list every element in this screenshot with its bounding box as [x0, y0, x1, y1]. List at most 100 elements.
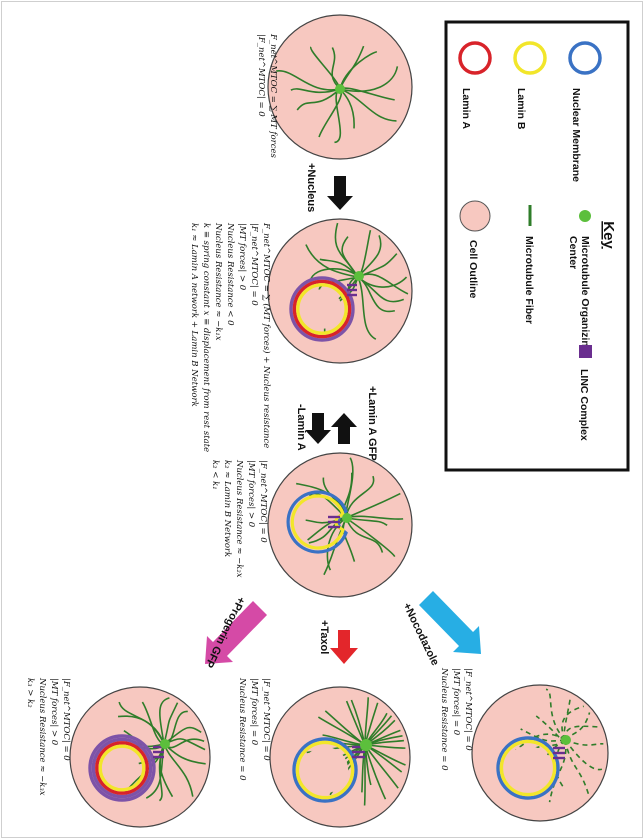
nucleus-ring	[292, 737, 358, 803]
eq-cell2-line3: |MT forces| > 0	[237, 223, 247, 291]
key-label-mtoc-line2: Center	[567, 236, 579, 269]
microtubule-fiber	[357, 276, 408, 288]
cell-6-progerin	[69, 686, 211, 828]
microtubule-fiber	[345, 517, 388, 526]
microtubule-fiber	[305, 244, 359, 278]
key-label-cell-outline: Cell Outline	[467, 240, 479, 299]
eq-cell6-line1: |F_net^MTOC| = 0	[61, 678, 71, 761]
equations-cell4: |F_net^MTOC| = 0 |MT forces| = 0 Nucleus…	[439, 667, 473, 771]
equations-cell6: |F_net^MTOC| = 0 |MT forces| > 0 Nucleus…	[25, 677, 71, 796]
microtubule-fiber	[339, 88, 397, 122]
nucleus-ring	[91, 737, 153, 799]
nucleus-ring	[98, 744, 146, 792]
nucleus-ring	[289, 276, 355, 342]
mtoc-dot	[160, 739, 170, 749]
microtubule-fiber	[163, 726, 202, 745]
mtoc-dot	[342, 513, 352, 523]
arrow-nocodazole: +Nocodazole	[400, 591, 481, 668]
microtubule-fiber	[118, 701, 165, 745]
equations-cell3: |F_net^MTOC| = 0 |MT forces| > 0 Nucleus…	[210, 459, 268, 578]
mtoc-dot	[360, 739, 372, 751]
key-label-nuclear-membrane: Nuclear Membrane	[570, 88, 582, 182]
key-box: Key Nuclear Membrane Lamin B Lamin A Mic…	[444, 20, 630, 472]
eq-cell3-line4: k₂ ≈ Lamin B Network	[222, 460, 232, 557]
eq-cell2-line5: Nucleus Resistance ≈ −k₁x	[213, 222, 223, 341]
arrow-label-nucleus: +Nucleus	[305, 163, 317, 212]
linc-complex-swatch	[579, 345, 592, 358]
key-label-linc-complex: LINC Complex	[578, 369, 590, 441]
lamin-a-swatch	[458, 41, 492, 75]
equations-cell1: F_net^MTOC = ∑ MT forces |F_net^MTOC| = …	[256, 33, 278, 159]
eq-cell3-line2: |MT forces| > 0	[246, 460, 256, 528]
cell-5-taxol	[269, 686, 411, 828]
arrow-nucleus: +Nucleus	[305, 163, 353, 212]
arrow-label-taxol: +Taxol	[318, 620, 330, 654]
key-label-microtubule-fiber: Microtubule Fiber	[523, 236, 535, 324]
nucleus-ring	[88, 734, 156, 802]
cell-4-nocodazole	[471, 684, 609, 822]
microtubule-fiber	[357, 253, 398, 278]
eq-cell4-line2: |MT forces| = 0	[451, 668, 461, 736]
key-label-lamin-a: Lamin A	[460, 88, 472, 129]
microtubule-fiber	[323, 517, 347, 576]
mtoc-dot	[354, 271, 364, 281]
eq-cell1-line2: |F_net^MTOC| = 0	[256, 34, 266, 117]
eq-cell5-line1: |F_net^MTOC| = 0	[261, 678, 271, 761]
microtubule-fiber	[561, 705, 584, 741]
microtubule-fiber	[319, 258, 359, 278]
nuclear-membrane-swatch	[568, 41, 602, 75]
eq-cell3-line1: |F_net^MTOC| = 0	[258, 460, 268, 543]
eq-cell5-line3: Nucleus Resistance = 0	[237, 677, 247, 781]
equations-cell5: |F_net^MTOC| = 0 |MT forces| = 0 Nucleus…	[237, 677, 271, 781]
microtubule-fiber	[163, 702, 179, 745]
arrow-minus-lamin-a: -Lamin A	[295, 404, 331, 451]
arrow-label-minus-lamin-a: -Lamin A	[295, 404, 307, 451]
eq-cell6-line2: |MT forces| > 0	[49, 678, 59, 746]
microtubule-fiber	[159, 697, 170, 745]
cell-2-nucleus-lamin-a-b	[267, 218, 413, 364]
eq-cell3-line3: Nucleus Resistance ≈ −k₂x	[234, 459, 244, 578]
arrow-lamin-a-gfp: +Lamin A GFP	[331, 386, 378, 461]
equations-cell2: F_net^MTOC = ∑ (MT forces) + Nucleus res…	[189, 222, 272, 452]
eq-cell3-line5: k₂ < k₁	[210, 460, 220, 490]
microtubule-fiber	[357, 276, 377, 340]
eq-cell2-line2: |F_net^MTOC| = 0	[249, 223, 259, 306]
microtubule-fiber	[548, 739, 567, 803]
nucleus-ring	[496, 736, 560, 800]
microtubule-fiber	[276, 70, 341, 91]
microtubule-fiber	[290, 88, 341, 94]
microtubule-fiber	[339, 51, 378, 90]
eq-cell4-line1: |F_net^MTOC| = 0	[463, 668, 473, 751]
nucleus-ring	[292, 279, 352, 339]
arrow-label-lamin-a-gfp: +Lamin A GFP	[366, 386, 378, 461]
microtubule-fiber	[514, 733, 566, 752]
key-label-mtoc-line1: Microtubule Organizing	[579, 236, 591, 353]
microtubule-fiber	[345, 517, 384, 553]
cell-1-no-nucleus	[267, 14, 413, 160]
arrow-taxol: +Taxol	[318, 620, 358, 664]
microtubule-fiber	[331, 47, 341, 90]
microtubule-fiber	[341, 236, 359, 278]
cell-outline-swatch	[459, 200, 491, 232]
arrow-progerin-gfp: +Progerin GFP	[202, 595, 267, 669]
nucleus-ring	[296, 283, 348, 335]
mtoc-dot	[335, 84, 345, 94]
eq-cell4-line3: Nucleus Resistance = 0	[439, 667, 449, 771]
microtubule-fiber	[296, 88, 341, 111]
lamin-b-swatch	[513, 41, 547, 75]
mtoc-dot	[561, 735, 571, 745]
nucleus-ring	[499, 739, 557, 797]
eq-cell2-line4: Nucleus Resistance < 0	[225, 222, 235, 326]
key-label-lamin-b: Lamin B	[515, 88, 527, 130]
eq-cell6-line3: Nucleus Resistance ≈ −k₃x	[37, 677, 47, 796]
mtoc-swatch	[579, 210, 591, 222]
key-frame	[444, 20, 630, 472]
eq-cell5-line2: |MT forces| = 0	[249, 678, 259, 746]
nucleus-ring	[295, 740, 355, 800]
microtubule-fiber	[339, 66, 399, 93]
eq-cell2-line6: k ≡ spring constant x ≡ displacement fro…	[201, 223, 211, 452]
eq-cell2-line7: k₁ ≈ Lamin A network + Lamin B Network	[189, 223, 199, 407]
eq-cell1-line1: F_net^MTOC = ∑ MT forces	[268, 33, 278, 159]
eq-cell6-line4: k₃ > k₂	[25, 678, 35, 708]
